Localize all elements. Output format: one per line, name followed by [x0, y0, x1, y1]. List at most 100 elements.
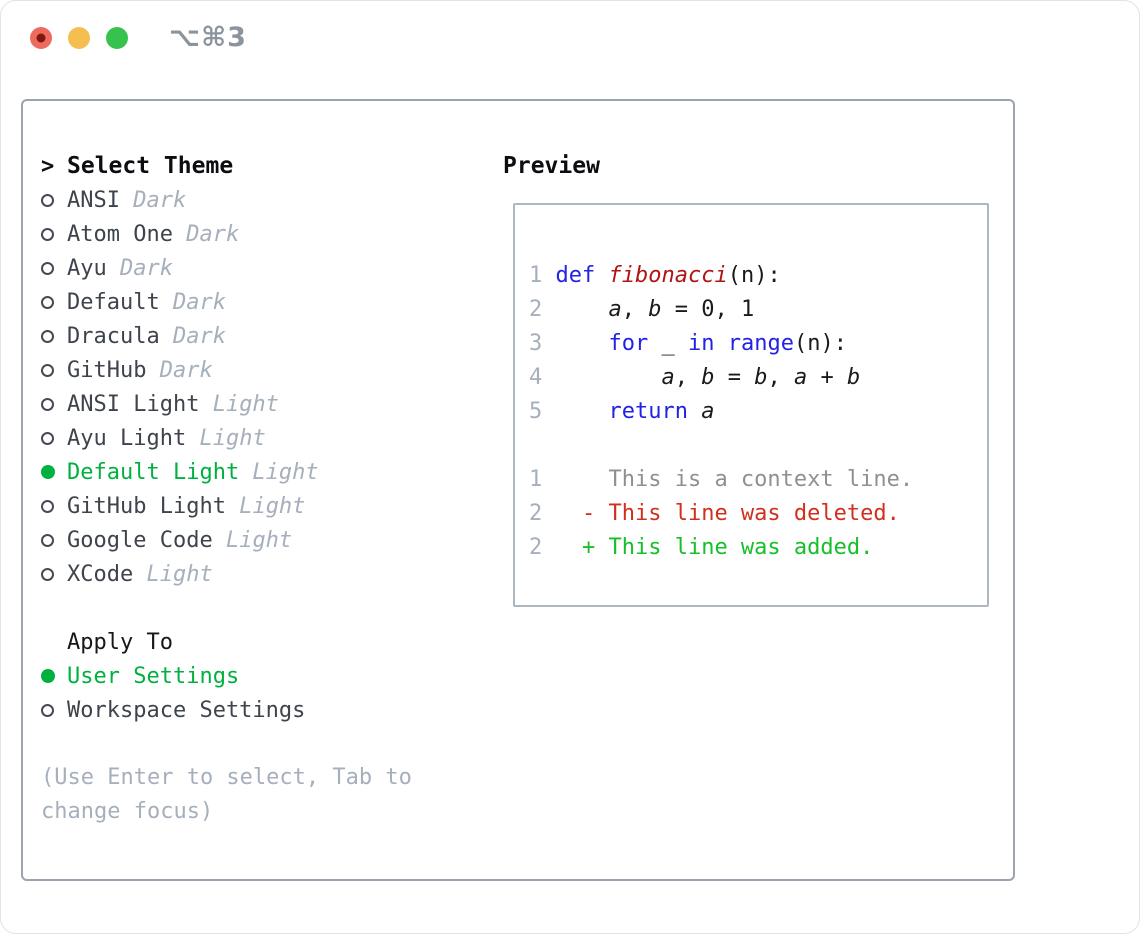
- code-token: (n):: [793, 331, 847, 356]
- diff-text: This is a context line.: [608, 467, 914, 492]
- minimize-button[interactable]: [68, 27, 90, 49]
- theme-option-ansi-light[interactable]: ANSI Light Light: [41, 387, 481, 421]
- theme-list-header: > Select Theme: [41, 149, 481, 183]
- code-token: [556, 297, 609, 322]
- zoom-button[interactable]: [106, 27, 128, 49]
- radio-icon: [41, 193, 54, 207]
- code-token: [556, 331, 609, 356]
- code-token-kw: for: [608, 331, 649, 356]
- code-token: =: [714, 365, 755, 390]
- diff-text: This line was added.: [608, 535, 874, 560]
- theme-variant-badge: Dark: [146, 357, 213, 383]
- code-token: _: [648, 331, 688, 356]
- theme-variant-badge: Light: [225, 493, 306, 519]
- code-token: [688, 399, 701, 424]
- apply-option-user-settings[interactable]: User Settings: [41, 659, 481, 693]
- code-token: [556, 365, 662, 390]
- spacer: [41, 591, 481, 625]
- code-token: ,: [767, 365, 794, 390]
- line-number: 4: [529, 365, 556, 390]
- theme-label: Google Code: [67, 527, 213, 553]
- close-button[interactable]: [30, 27, 52, 49]
- radio-icon: [41, 533, 54, 547]
- theme-label: Atom One: [67, 221, 173, 247]
- line-number: 2: [529, 297, 556, 322]
- theme-option-ayu-light[interactable]: Ayu Light Light: [41, 421, 481, 455]
- code-token: +: [807, 365, 847, 390]
- diff-text: This line was deleted.: [608, 501, 900, 526]
- code-token-fn: fibonacci: [608, 263, 728, 288]
- theme-option-default[interactable]: Default Dark: [41, 285, 481, 319]
- code-token-var: b: [754, 365, 768, 390]
- theme-label: Dracula: [67, 323, 160, 349]
- radio-icon: [41, 227, 54, 241]
- line-number: 2: [529, 501, 543, 526]
- code-token: ,: [674, 365, 702, 390]
- theme-label: Default: [67, 289, 160, 315]
- theme-option-ayu[interactable]: Ayu Dark: [41, 251, 481, 285]
- preview-title: Preview: [503, 153, 600, 179]
- theme-label: GitHub: [67, 357, 147, 383]
- theme-option-dracula[interactable]: Dracula Dark: [41, 319, 481, 353]
- apply-option-label: User Settings: [67, 663, 240, 689]
- selection-pointer-icon: >: [41, 153, 55, 179]
- radio-icon: [41, 567, 54, 581]
- theme-option-github[interactable]: GitHub Dark: [41, 353, 481, 387]
- code-token-kw: def: [555, 263, 596, 288]
- theme-list-title: Select Theme: [67, 153, 234, 179]
- theme-variant-badge: Dark: [159, 289, 226, 315]
- theme-label: Default Light: [67, 459, 240, 485]
- radio-selected-icon: [41, 465, 55, 479]
- radio-icon: [41, 431, 54, 445]
- theme-label: ANSI: [67, 187, 120, 213]
- code-token: [714, 331, 727, 356]
- theme-variant-badge: Dark: [172, 221, 240, 247]
- apply-to-title: Apply To: [67, 629, 173, 655]
- theme-variant-badge: Light: [212, 527, 293, 553]
- theme-variant-badge: Light: [133, 561, 213, 587]
- theme-option-github-light[interactable]: GitHub Light Light: [41, 489, 481, 523]
- theme-variant-badge: Dark: [159, 323, 226, 349]
- diff-marker: -: [542, 501, 609, 526]
- theme-option-xcode[interactable]: XCode Light: [41, 557, 481, 591]
- theme-label: GitHub Light: [67, 493, 226, 519]
- code-token-kw: in: [687, 331, 715, 356]
- theme-label: Ayu Light: [67, 425, 187, 451]
- code-token-var: a: [608, 297, 622, 322]
- line-number: 1: [529, 263, 556, 288]
- theme-option-default-light[interactable]: Default Light Light: [41, 455, 481, 489]
- theme-label: Ayu: [67, 255, 107, 281]
- theme-option-google-code[interactable]: Google Code Light: [41, 523, 481, 557]
- hint-text-line-2: change focus): [41, 799, 214, 824]
- theme-label: XCode: [67, 561, 134, 587]
- code-token-var: a: [661, 365, 675, 390]
- line-number: 3: [529, 331, 556, 356]
- radio-icon: [41, 363, 54, 377]
- diff-marker: [542, 467, 608, 492]
- code-token: = 0, 1: [661, 297, 755, 322]
- theme-label: ANSI Light: [67, 391, 200, 417]
- code-line: 5 return a: [529, 395, 987, 429]
- radio-icon: [41, 295, 54, 309]
- diff-line-context: 1 This is a context line.: [529, 463, 987, 497]
- radio-selected-icon: [41, 669, 55, 683]
- theme-variant-badge: Dark: [119, 187, 187, 213]
- code-token-var: b: [701, 365, 715, 390]
- traffic-lights: [30, 27, 128, 49]
- keyboard-shortcut-label: ⌥⌘3: [169, 22, 247, 53]
- apply-option-workspace-settings[interactable]: Workspace Settings: [41, 693, 481, 727]
- code-line: 1 def fibonacci(n):: [529, 259, 987, 293]
- code-token: [595, 263, 608, 288]
- diff-line-deleted: 2 - This line was deleted.: [529, 497, 987, 531]
- code-token: [556, 399, 609, 424]
- theme-option-ansi[interactable]: ANSI Dark: [41, 183, 481, 217]
- line-number: 2: [529, 535, 543, 560]
- radio-icon: [41, 499, 54, 513]
- code-token-var: a: [793, 365, 808, 390]
- code-token-kw: range: [727, 331, 794, 356]
- code-line: 2 a, b = 0, 1: [529, 293, 987, 327]
- theme-option-atom-one[interactable]: Atom One Dark: [41, 217, 481, 251]
